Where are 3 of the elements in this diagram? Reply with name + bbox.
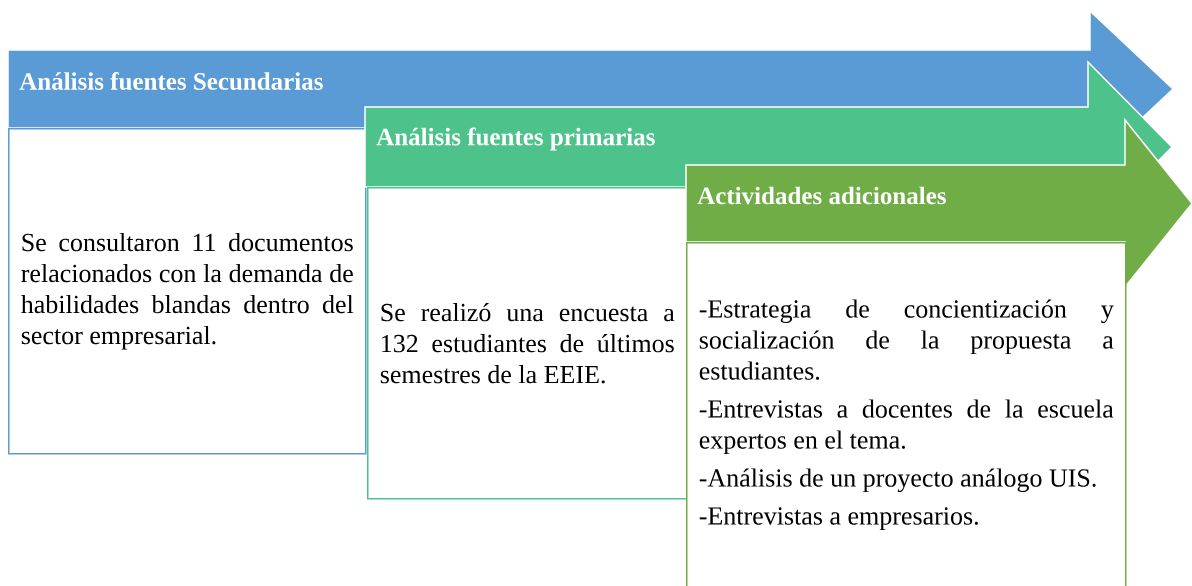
- text-box: Se realizó una encuesta a 132 estudiantes de últimos semestres de la EEIE.: [367, 187, 688, 500]
- text-box: Se consultaron 11 documentos relacionados con la demanda de habilidades blandas dentro del sector empresarial.: [8, 128, 367, 455]
- text-box: -Estrategia de concientización y socialización de la propuesta a estudiantes. -Entrevistas a docentes de la escuela expertos en el tema. -Análisis de un proyecto análogo UIS. -Entrevistas a empresarios.: [686, 242, 1127, 586]
